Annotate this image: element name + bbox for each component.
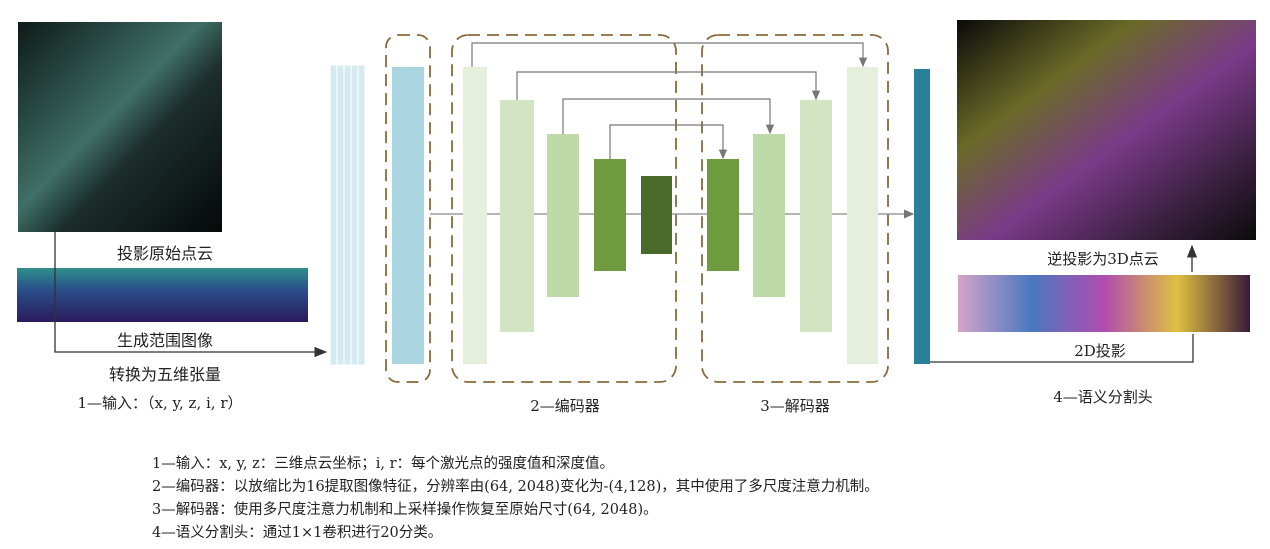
segmented-point-cloud-image <box>957 20 1256 240</box>
encoder-block-5 <box>641 176 672 254</box>
range-image <box>17 268 308 322</box>
encoder-block-4 <box>594 159 626 271</box>
input-feature-bar <box>392 67 424 364</box>
encoder-block-3 <box>547 134 579 297</box>
caption-line-4: 4—语义分割头：通过1×1卷积进行20分类。 <box>152 525 443 541</box>
segmented-range-image <box>958 275 1250 332</box>
input-flow-arrow <box>54 232 328 358</box>
encoder-label: 2—编码器 <box>530 397 600 415</box>
decoder-block-3 <box>800 100 832 332</box>
decoder-block-4 <box>847 67 878 364</box>
caption-line-2: 2—编码器：以放缩比为16提取图像特征，分辨率由(64, 2048)变化为-(4… <box>152 479 879 495</box>
input-label: 1—输入：（x, y, z, i, r） <box>77 394 243 412</box>
back-project-label: 逆投影为3D点云 <box>1047 250 1159 268</box>
caption-line-3: 3—解码器：使用多尺度注意力机制和上采样操作恢复至原始尺寸(64, 2048)。 <box>152 502 658 518</box>
project-raw-label: 投影原始点云 <box>116 244 214 263</box>
five-channel-tensor <box>329 64 366 366</box>
encoder-block-2 <box>500 100 534 332</box>
projection-2d-label: 2D投影 <box>1074 342 1126 360</box>
encoder-block-1 <box>463 67 487 364</box>
segmentation-head-bar <box>914 69 930 364</box>
caption-line-1: 1—输入：x, y, z：三维点云坐标；i, r：每个激光点的强度值和深度值。 <box>152 456 615 472</box>
decoder-block-1 <box>707 159 739 271</box>
to-tensor-label: 转换为五维张量 <box>108 365 222 384</box>
decoder-block-2 <box>753 134 785 297</box>
decoder-box <box>701 34 889 383</box>
decoder-label: 3—解码器 <box>760 397 830 415</box>
raw-point-cloud-image <box>18 22 222 232</box>
range-image-label: 生成范围图像 <box>116 331 214 350</box>
skip-connections <box>471 42 868 160</box>
encoder-box <box>451 34 677 383</box>
input-module-box <box>385 34 431 383</box>
projection-2d-arrow <box>930 334 1194 363</box>
head-label: 4—语义分割头 <box>1053 388 1153 406</box>
